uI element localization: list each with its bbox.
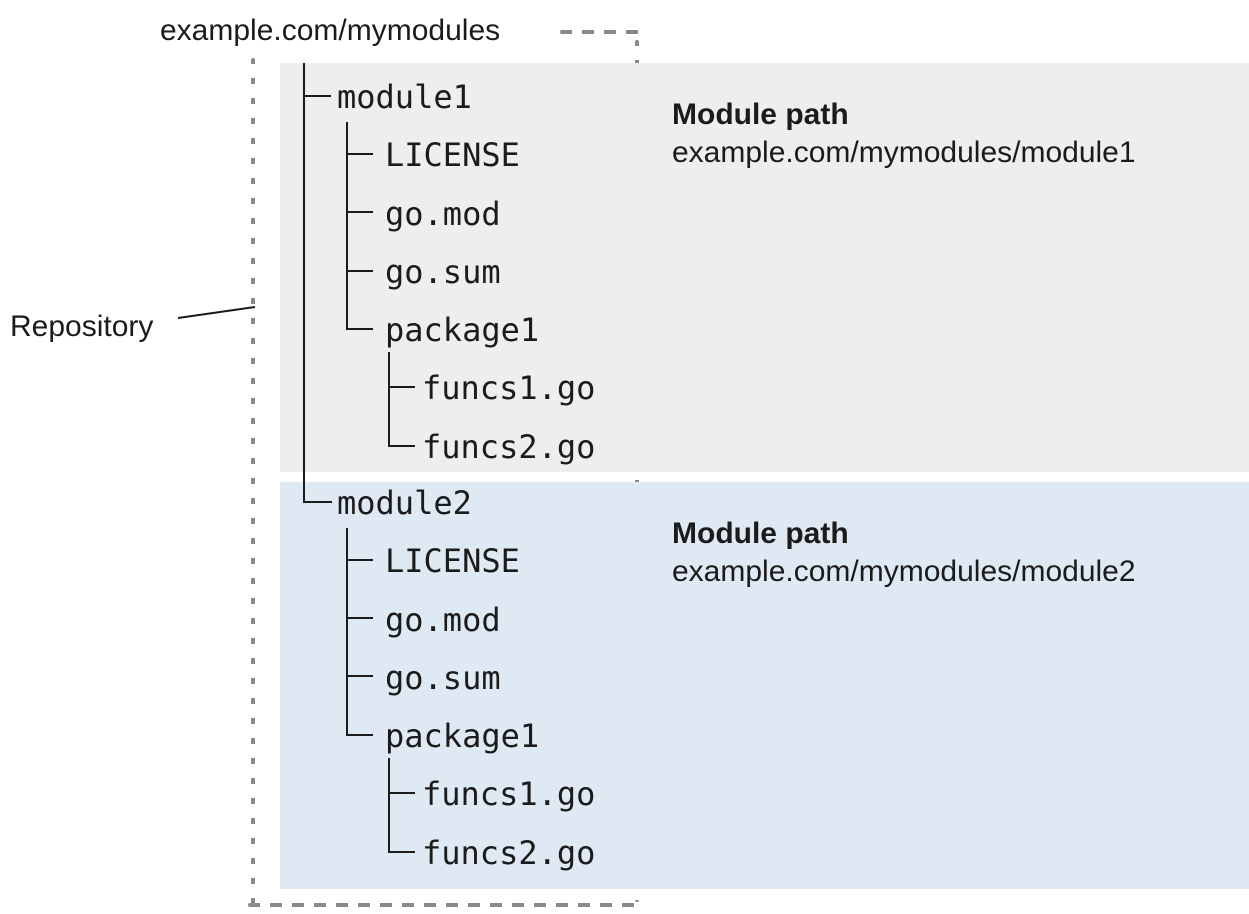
repo-boundary-left bbox=[251, 58, 255, 906]
module1-file-gosum: go.sum bbox=[385, 253, 501, 291]
repo-url-label: example.com/mymodules bbox=[160, 14, 501, 47]
repository-label: Repository bbox=[10, 310, 154, 343]
module1-folder-label: module1 bbox=[337, 78, 472, 116]
module1-file-funcs1: funcs1.go bbox=[422, 369, 596, 407]
module2-path-title: Module path bbox=[672, 517, 849, 550]
module2-file-funcs1: funcs1.go bbox=[422, 775, 596, 813]
module1-file-gomod: go.mod bbox=[385, 195, 501, 233]
module2-file-funcs2: funcs2.go bbox=[422, 834, 596, 872]
module1-panel: module1 LICENSE go.mod go.sum package1 f… bbox=[280, 63, 1249, 472]
module1-path-annotation: Module path example.com/mymodules/module… bbox=[672, 96, 1136, 172]
module1-package-label: package1 bbox=[385, 311, 540, 349]
repository-leader-line bbox=[177, 306, 256, 319]
module1-file-license: LICENSE bbox=[385, 136, 520, 174]
module2-file-gomod: go.mod bbox=[385, 601, 501, 639]
module2-file-license: LICENSE bbox=[385, 542, 520, 580]
module2-package-label: package1 bbox=[385, 717, 540, 755]
repo-boundary-top-dashes bbox=[560, 30, 640, 34]
module2-path-value: example.com/mymodules/module2 bbox=[672, 555, 1136, 588]
module2-path-annotation: Module path example.com/mymodules/module… bbox=[672, 515, 1136, 591]
module2-file-gosum: go.sum bbox=[385, 659, 501, 697]
repo-boundary-bottom bbox=[248, 903, 640, 907]
module1-file-funcs2: funcs2.go bbox=[422, 428, 596, 466]
module1-path-value: example.com/mymodules/module1 bbox=[672, 136, 1136, 169]
module2-folder-label: module2 bbox=[337, 484, 472, 522]
module2-panel: module2 LICENSE go.mod go.sum package1 f… bbox=[280, 482, 1249, 889]
module1-path-title: Module path bbox=[672, 98, 849, 131]
